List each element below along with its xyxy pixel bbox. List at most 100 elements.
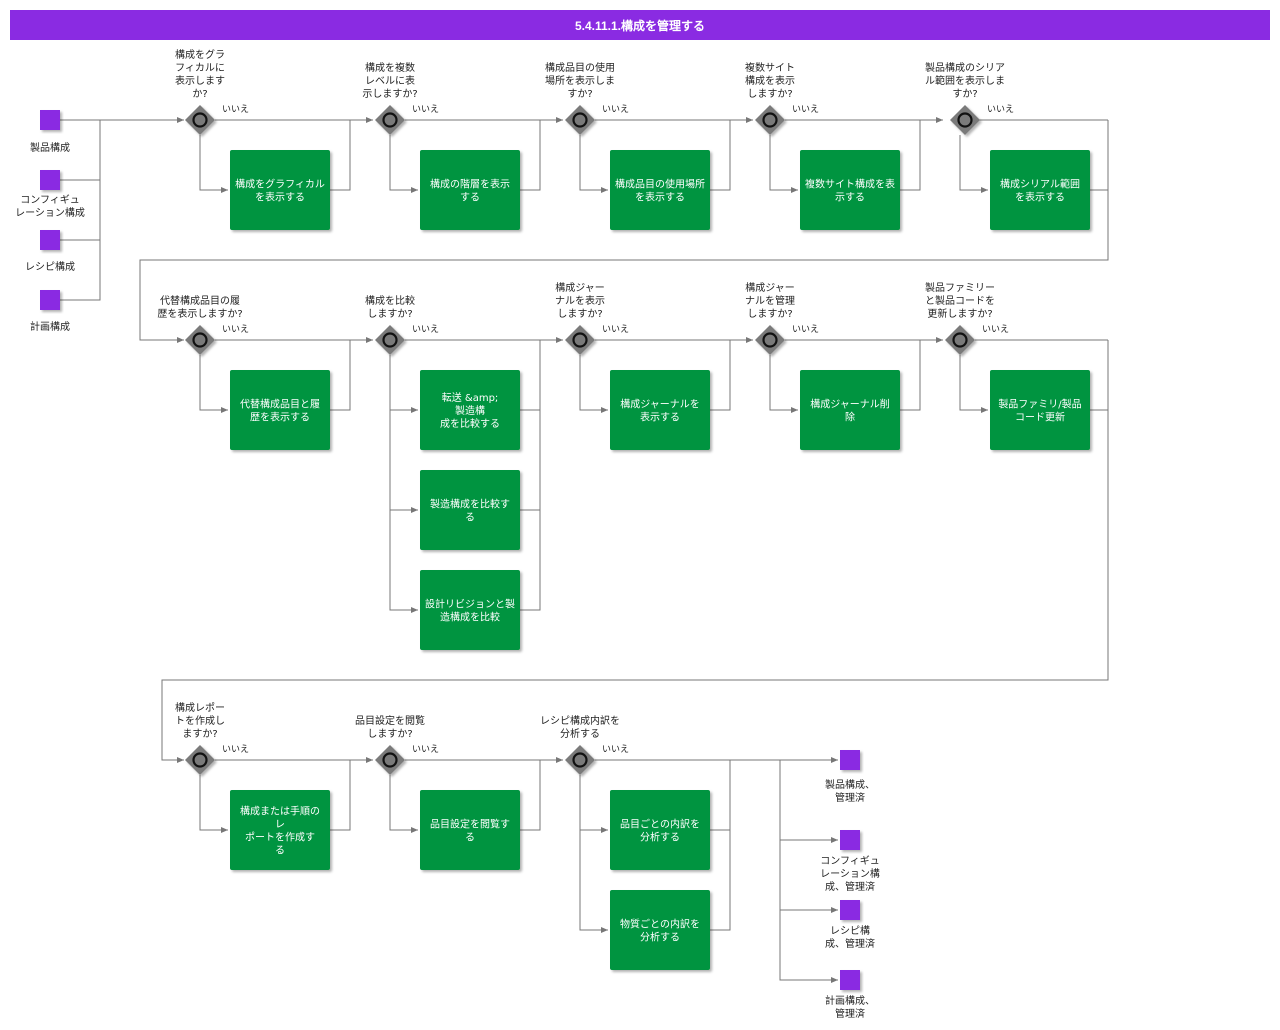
connector	[900, 340, 921, 411]
diagram-title: 5.4.11.1.構成を管理する	[10, 10, 1270, 40]
decision-gateway[interactable]	[375, 325, 405, 355]
gateway-diamond	[565, 325, 595, 355]
gateway-question: 複数サイト構成を表示しますか?	[745, 61, 795, 100]
activity-task[interactable]	[230, 790, 330, 870]
end-event[interactable]	[840, 830, 860, 850]
start-event[interactable]	[40, 170, 60, 190]
no-branch-label: いいえ	[982, 324, 1009, 335]
no-branch-label: いいえ	[602, 324, 629, 335]
connector	[900, 120, 921, 191]
end-event[interactable]	[840, 900, 860, 920]
connector	[579, 135, 608, 193]
activity-task[interactable]	[420, 570, 520, 650]
activity-task[interactable]	[420, 470, 520, 550]
connector	[710, 340, 731, 411]
decision-gateway[interactable]	[945, 325, 975, 355]
connector	[199, 135, 228, 193]
connector	[389, 355, 418, 413]
decision-gateway[interactable]	[375, 745, 405, 775]
decision-gateway[interactable]	[565, 325, 595, 355]
end-event-label: コンフィギュレーション構成、管理済	[820, 855, 880, 893]
connector	[579, 775, 608, 833]
activity-label: 複数サイト構成を表示する	[805, 178, 895, 204]
flow-nodes: 製品構成コンフィギュレーション構成レシピ構成計画構成構成をグラフィカルに表示しま…	[15, 48, 1090, 1020]
decision-gateway[interactable]	[185, 105, 215, 135]
activity-task[interactable]	[610, 890, 710, 970]
connector	[710, 760, 731, 931]
activity-label: 品目設定を閲覧する	[430, 818, 510, 844]
activity-label: 製造構成を比較する	[430, 498, 510, 524]
connector	[161, 410, 1109, 763]
gateway-question: 品目設定を閲覧しますか?	[355, 714, 425, 740]
connector	[520, 340, 541, 611]
connector	[520, 340, 541, 511]
no-branch-label: いいえ	[987, 104, 1014, 115]
end-event[interactable]	[840, 970, 860, 990]
activity-task[interactable]	[800, 370, 900, 450]
gateway-question: 構成を比較しますか?	[365, 294, 415, 320]
activity-label: 構成品目の使用場所を表示する	[615, 178, 705, 204]
connector	[710, 760, 731, 831]
activity-task[interactable]	[420, 790, 520, 870]
activity-task[interactable]	[230, 150, 330, 230]
gateway-marker-icon	[572, 112, 588, 128]
no-branch-label: いいえ	[222, 744, 249, 755]
no-branch-label: いいえ	[412, 324, 439, 335]
connector	[330, 760, 351, 831]
decision-gateway[interactable]	[185, 745, 215, 775]
end-event[interactable]	[840, 750, 860, 770]
activity-task[interactable]	[610, 790, 710, 870]
gateway-marker-icon	[762, 332, 778, 348]
activity-task[interactable]	[420, 370, 520, 450]
gateway-diamond	[755, 325, 785, 355]
decision-gateway[interactable]	[565, 745, 595, 775]
decision-gateway[interactable]	[185, 325, 215, 355]
activity-task[interactable]	[990, 150, 1090, 230]
gateway-diamond	[185, 105, 215, 135]
flow-connectors	[60, 117, 1109, 983]
activity-task[interactable]	[610, 370, 710, 450]
gateway-diamond	[755, 105, 785, 135]
gateway-marker-icon	[382, 332, 398, 348]
connector	[769, 355, 798, 413]
connector	[710, 120, 731, 191]
activity-task[interactable]	[420, 150, 520, 230]
connector	[779, 910, 838, 983]
decision-gateway[interactable]	[755, 325, 785, 355]
connector	[520, 760, 541, 831]
activity-label: 構成の階層を表示する	[430, 178, 510, 204]
gateway-diamond	[950, 105, 980, 135]
no-branch-label: いいえ	[792, 104, 819, 115]
start-event-label: レシピ構成	[25, 260, 75, 273]
activity-task[interactable]	[990, 370, 1090, 450]
activity-task[interactable]	[800, 150, 900, 230]
gateway-question: 構成ジャーナルを管理しますか?	[745, 281, 795, 320]
decision-gateway[interactable]	[375, 105, 405, 135]
connector	[1090, 340, 1109, 411]
gateway-marker-icon	[572, 332, 588, 348]
start-event-label: 計画構成	[30, 320, 70, 333]
no-branch-label: いいえ	[412, 104, 439, 115]
gateway-question: 構成レポートを作成しますか?	[175, 701, 225, 740]
start-event-label: コンフィギュレーション構成	[15, 194, 85, 219]
activity-task[interactable]	[610, 150, 710, 230]
connector	[389, 355, 418, 613]
start-event[interactable]	[40, 110, 60, 130]
start-event[interactable]	[40, 290, 60, 310]
activity-label: 構成をグラフィカルを表示する	[235, 178, 325, 204]
decision-gateway[interactable]	[565, 105, 595, 135]
decision-gateway[interactable]	[950, 105, 980, 135]
connector	[520, 120, 541, 191]
start-event[interactable]	[40, 230, 60, 250]
activity-label: 物質ごとの内訳を分析する	[620, 918, 700, 944]
no-branch-label: いいえ	[222, 324, 249, 335]
gateway-question: 構成を複数レベルに表示しますか?	[362, 61, 417, 100]
connector	[959, 135, 988, 193]
start-event-label: 製品構成	[30, 141, 70, 154]
activity-label: 代替構成品目と履歴を表示する	[240, 398, 320, 424]
connector	[389, 135, 418, 193]
activity-task[interactable]	[230, 370, 330, 450]
decision-gateway[interactable]	[755, 105, 785, 135]
gateway-diamond	[185, 745, 215, 775]
activity-label: 構成ジャーナル削除	[810, 398, 890, 424]
